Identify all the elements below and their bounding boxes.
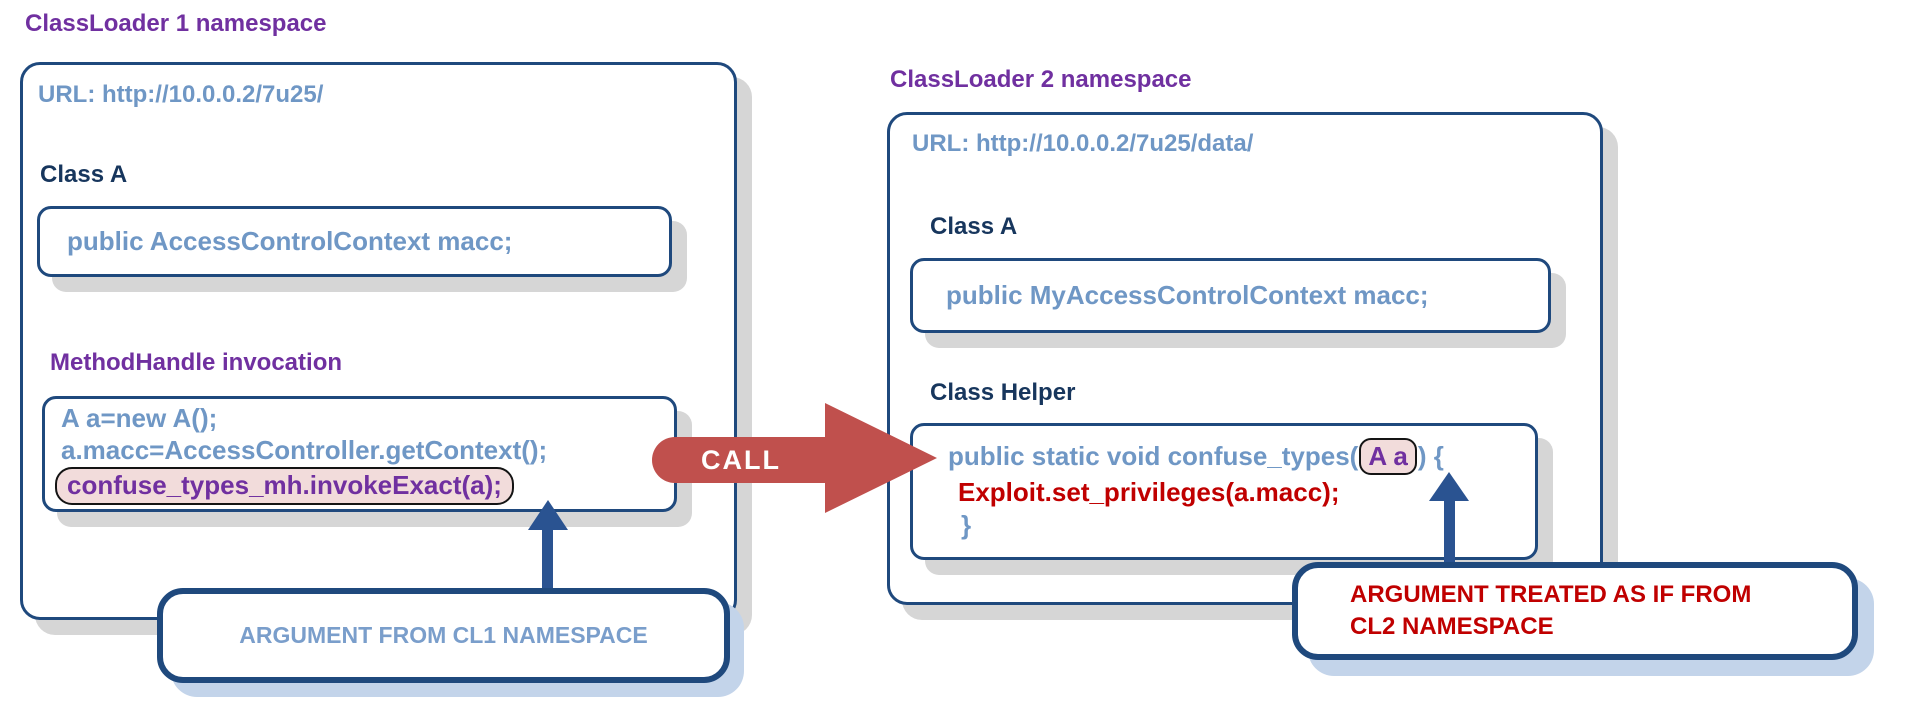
cl2-code-line1-pre: public static void confuse_types( xyxy=(948,441,1359,471)
cl2-callout-line1: ARGUMENT TREATED AS IF FROM xyxy=(1350,581,1752,608)
cl2-helper-box: public static void confuse_types(A a) { … xyxy=(910,423,1538,560)
cl2-class-a-box: public MyAccessControlContext macc; xyxy=(910,258,1551,333)
cl1-callout: ARGUMENT FROM CL1 NAMESPACE xyxy=(157,588,730,683)
cl2-class-a-code: public MyAccessControlContext macc; xyxy=(946,280,1429,310)
cl2-url: URL: http://10.0.0.2/7u25/data/ xyxy=(912,130,1254,157)
cl2-code-lines: public static void confuse_types(A a) { … xyxy=(913,426,1444,542)
call-arrow: CALL xyxy=(652,437,830,483)
call-arrow-head xyxy=(825,403,937,513)
cl2-title: ClassLoader 2 namespace xyxy=(890,66,1192,93)
cl2-callout-line2: CL2 NAMESPACE xyxy=(1350,613,1554,640)
cl1-code-line3: confuse_types_mh.invokeExact(a); xyxy=(55,466,547,505)
cl2-code-line3: } xyxy=(961,510,972,540)
call-arrow-label: CALL xyxy=(701,444,781,475)
cl1-class-a-label: Class A xyxy=(40,161,128,188)
cl2-code-line1: public static void confuse_types(A a) { xyxy=(948,438,1444,475)
cl1-methodhandle-label: MethodHandle invocation xyxy=(50,349,343,376)
cl2-class-a-label: Class A xyxy=(930,213,1018,240)
cl1-class-a-box: public AccessControlContext macc; xyxy=(37,206,672,277)
cl2-callout-text: ARGUMENT TREATED AS IF FROM CL2 NAMESPAC… xyxy=(1298,579,1751,643)
cl2-code-line1-post: ) { xyxy=(1417,441,1444,471)
cl2-class-helper-label: Class Helper xyxy=(930,379,1076,406)
cl2-code-line2: Exploit.set_privileges(a.macc); xyxy=(958,477,1340,507)
cl2-callout: ARGUMENT TREATED AS IF FROM CL2 NAMESPAC… xyxy=(1292,562,1858,660)
cl1-code-lines: A a=new A(); a.macc=AccessController.get… xyxy=(45,403,547,506)
cl2-argument-arrow-head xyxy=(1429,472,1469,501)
cl1-callout-text: ARGUMENT FROM CL1 NAMESPACE xyxy=(239,622,648,648)
cl2-arg-highlight-pill: A a xyxy=(1359,438,1417,475)
cl2-argument-arrow-shaft xyxy=(1444,498,1455,565)
cl1-namespace-box xyxy=(20,62,737,620)
cl1-argument-arrow-head xyxy=(528,500,568,530)
cl1-argument-arrow-shaft xyxy=(542,527,553,591)
cl1-class-a-code: public AccessControlContext macc; xyxy=(67,226,513,256)
cl1-invoke-highlight-pill: confuse_types_mh.invokeExact(a); xyxy=(55,466,514,505)
cl1-url: URL: http://10.0.0.2/7u25/ xyxy=(38,81,324,108)
cl1-code-box: A a=new A(); a.macc=AccessController.get… xyxy=(42,396,677,512)
cl1-code-line2: a.macc=AccessController.getContext(); xyxy=(61,434,548,465)
cl1-title: ClassLoader 1 namespace xyxy=(25,10,327,37)
cl1-code-line1: A a=new A(); xyxy=(61,402,218,433)
